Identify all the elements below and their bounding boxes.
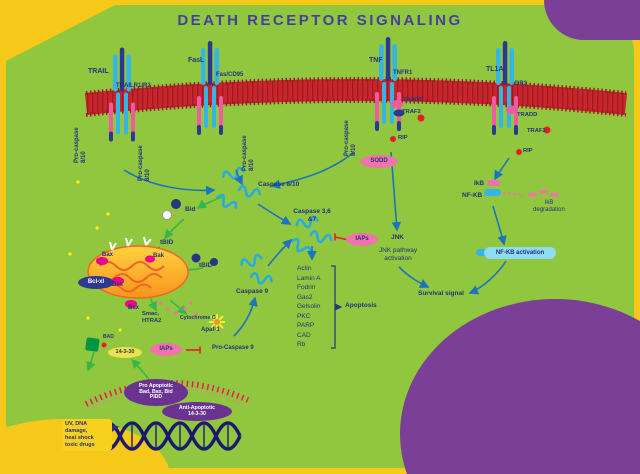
label-ikb: IkB bbox=[474, 180, 485, 187]
red-dot-rip-dr3 bbox=[516, 149, 522, 155]
label-bad: BAD bbox=[103, 334, 114, 340]
sodd-oval: SODD bbox=[360, 155, 398, 168]
label-bax-bottom: Bax bbox=[128, 305, 140, 311]
label-tbid-upper: tBID bbox=[160, 239, 174, 246]
red-dot-traf2-tnfr1 bbox=[417, 114, 425, 122]
dna-helix bbox=[94, 421, 242, 451]
red-dot-rip-tnfr1 bbox=[390, 136, 396, 142]
label-nfkb: NF-KB bbox=[462, 192, 483, 199]
iaps-oval-lower: IAPs bbox=[150, 343, 182, 356]
adaptor-proteins bbox=[390, 100, 551, 155]
label-caspase-9: Caspase 9 bbox=[236, 288, 269, 295]
label-caspase-3-6-7: Caspase 3,6 &7 bbox=[293, 208, 331, 223]
nfkb-activation-highlight: NF-KB activation bbox=[484, 247, 556, 259]
red-dot-traf2-dr3 bbox=[543, 126, 551, 134]
cell-membrane bbox=[84, 77, 628, 117]
label-tnf: TNF bbox=[369, 57, 383, 64]
label-apoptosis: Apoptosis bbox=[345, 302, 377, 309]
yellow-sparkles bbox=[68, 180, 122, 332]
red-dot-bad bbox=[101, 342, 107, 348]
membrane-pore-forks bbox=[109, 236, 152, 251]
substrate-bracket bbox=[331, 265, 343, 349]
corner-yellow-triangle bbox=[0, 0, 125, 64]
label-tbid-lower: tBID bbox=[199, 262, 213, 269]
label-smac-htra2: Smac, HTRA2 bbox=[142, 311, 162, 324]
label-traf2-tnfr1: TRAF2 bbox=[402, 109, 421, 115]
label-bax-top: Bax bbox=[102, 252, 114, 258]
label-trail: TRAIL bbox=[88, 68, 109, 75]
label-tradd-tnfr1: TRADD bbox=[403, 97, 424, 103]
page-title: DEATH RECEPTOR SIGNALING bbox=[177, 12, 463, 29]
signal-arrows-blue bbox=[123, 151, 510, 337]
substrate-list: Actin Lamin A Fodrin Gas2 Gelsolin PKC P… bbox=[297, 265, 321, 348]
apaf1-star bbox=[209, 314, 225, 330]
stress-note: UV, DNA damage, heat shock toxic drugs bbox=[62, 419, 112, 451]
label-trailr1-r2: TRAILR1/R2 bbox=[116, 83, 151, 89]
label-jnk-pathway: JNK pathway activation bbox=[378, 247, 418, 262]
label-caspase-8-10: Caspase 8/10 bbox=[258, 181, 300, 188]
label-rip-dr3: RIP bbox=[523, 148, 533, 154]
oval-14-3-30: 14-3-30 bbox=[108, 347, 142, 358]
label-ikb-degradation: IkB degradation bbox=[533, 200, 565, 214]
label-tnfr1: TNFR1 bbox=[393, 70, 413, 76]
mitochondria bbox=[87, 236, 189, 299]
label-apaf1: Apaf-1 bbox=[201, 327, 220, 333]
label-fasl: FasL bbox=[188, 57, 205, 64]
label-pro-caspase-9: Pro-Caspase 9 bbox=[212, 345, 254, 351]
label-procaspase-810-trail-left: Pro-caspase 8/10 bbox=[74, 127, 88, 163]
cytochrome-c-dots bbox=[158, 301, 198, 316]
green-square-marker bbox=[85, 337, 100, 352]
label-traf2-dr3: TRAF2 bbox=[527, 128, 546, 134]
label-fas-cd95: Fas/CD95 bbox=[216, 72, 244, 78]
label-procaspase-810-tnf: Pro-caspase 8/10 bbox=[344, 120, 358, 156]
label-bax-mid: Bax bbox=[112, 282, 124, 288]
label-tradd-dr3: TRADD bbox=[517, 112, 538, 118]
label-bid: Bid bbox=[185, 206, 196, 213]
label-dr3: DR3 bbox=[515, 81, 528, 87]
label-jnk: JNK bbox=[391, 234, 405, 241]
label-cytochrome-c: Cytochrome C bbox=[180, 315, 216, 321]
iaps-oval-upper: IAPs bbox=[346, 233, 378, 246]
bax-proteins bbox=[96, 255, 155, 308]
caspase-9-ribbons bbox=[238, 252, 274, 287]
label-procaspase-810-fas: Pro-caspase 8/10 bbox=[242, 135, 256, 171]
label-procaspase-810-trail-right: Pro-caspase 8/10 bbox=[138, 145, 152, 181]
label-tl1a: TL1A bbox=[486, 66, 504, 73]
bclxl-oval: Bcl-xl bbox=[78, 276, 114, 289]
anti-apoptotic-oval: Anti-Apoptotic 14-3-30 bbox=[162, 402, 232, 421]
pro-apoptotic-oval: Pro Apoptotic Bad, Bax, Bid PIDD bbox=[124, 379, 188, 406]
ikb-degradation-fragments bbox=[496, 190, 559, 197]
label-rip-tnfr1: RIP bbox=[398, 135, 408, 141]
label-survival-signal: Survival signal bbox=[418, 290, 464, 297]
label-bak: Bak bbox=[153, 253, 165, 259]
bid-tbid-particles bbox=[162, 199, 218, 266]
